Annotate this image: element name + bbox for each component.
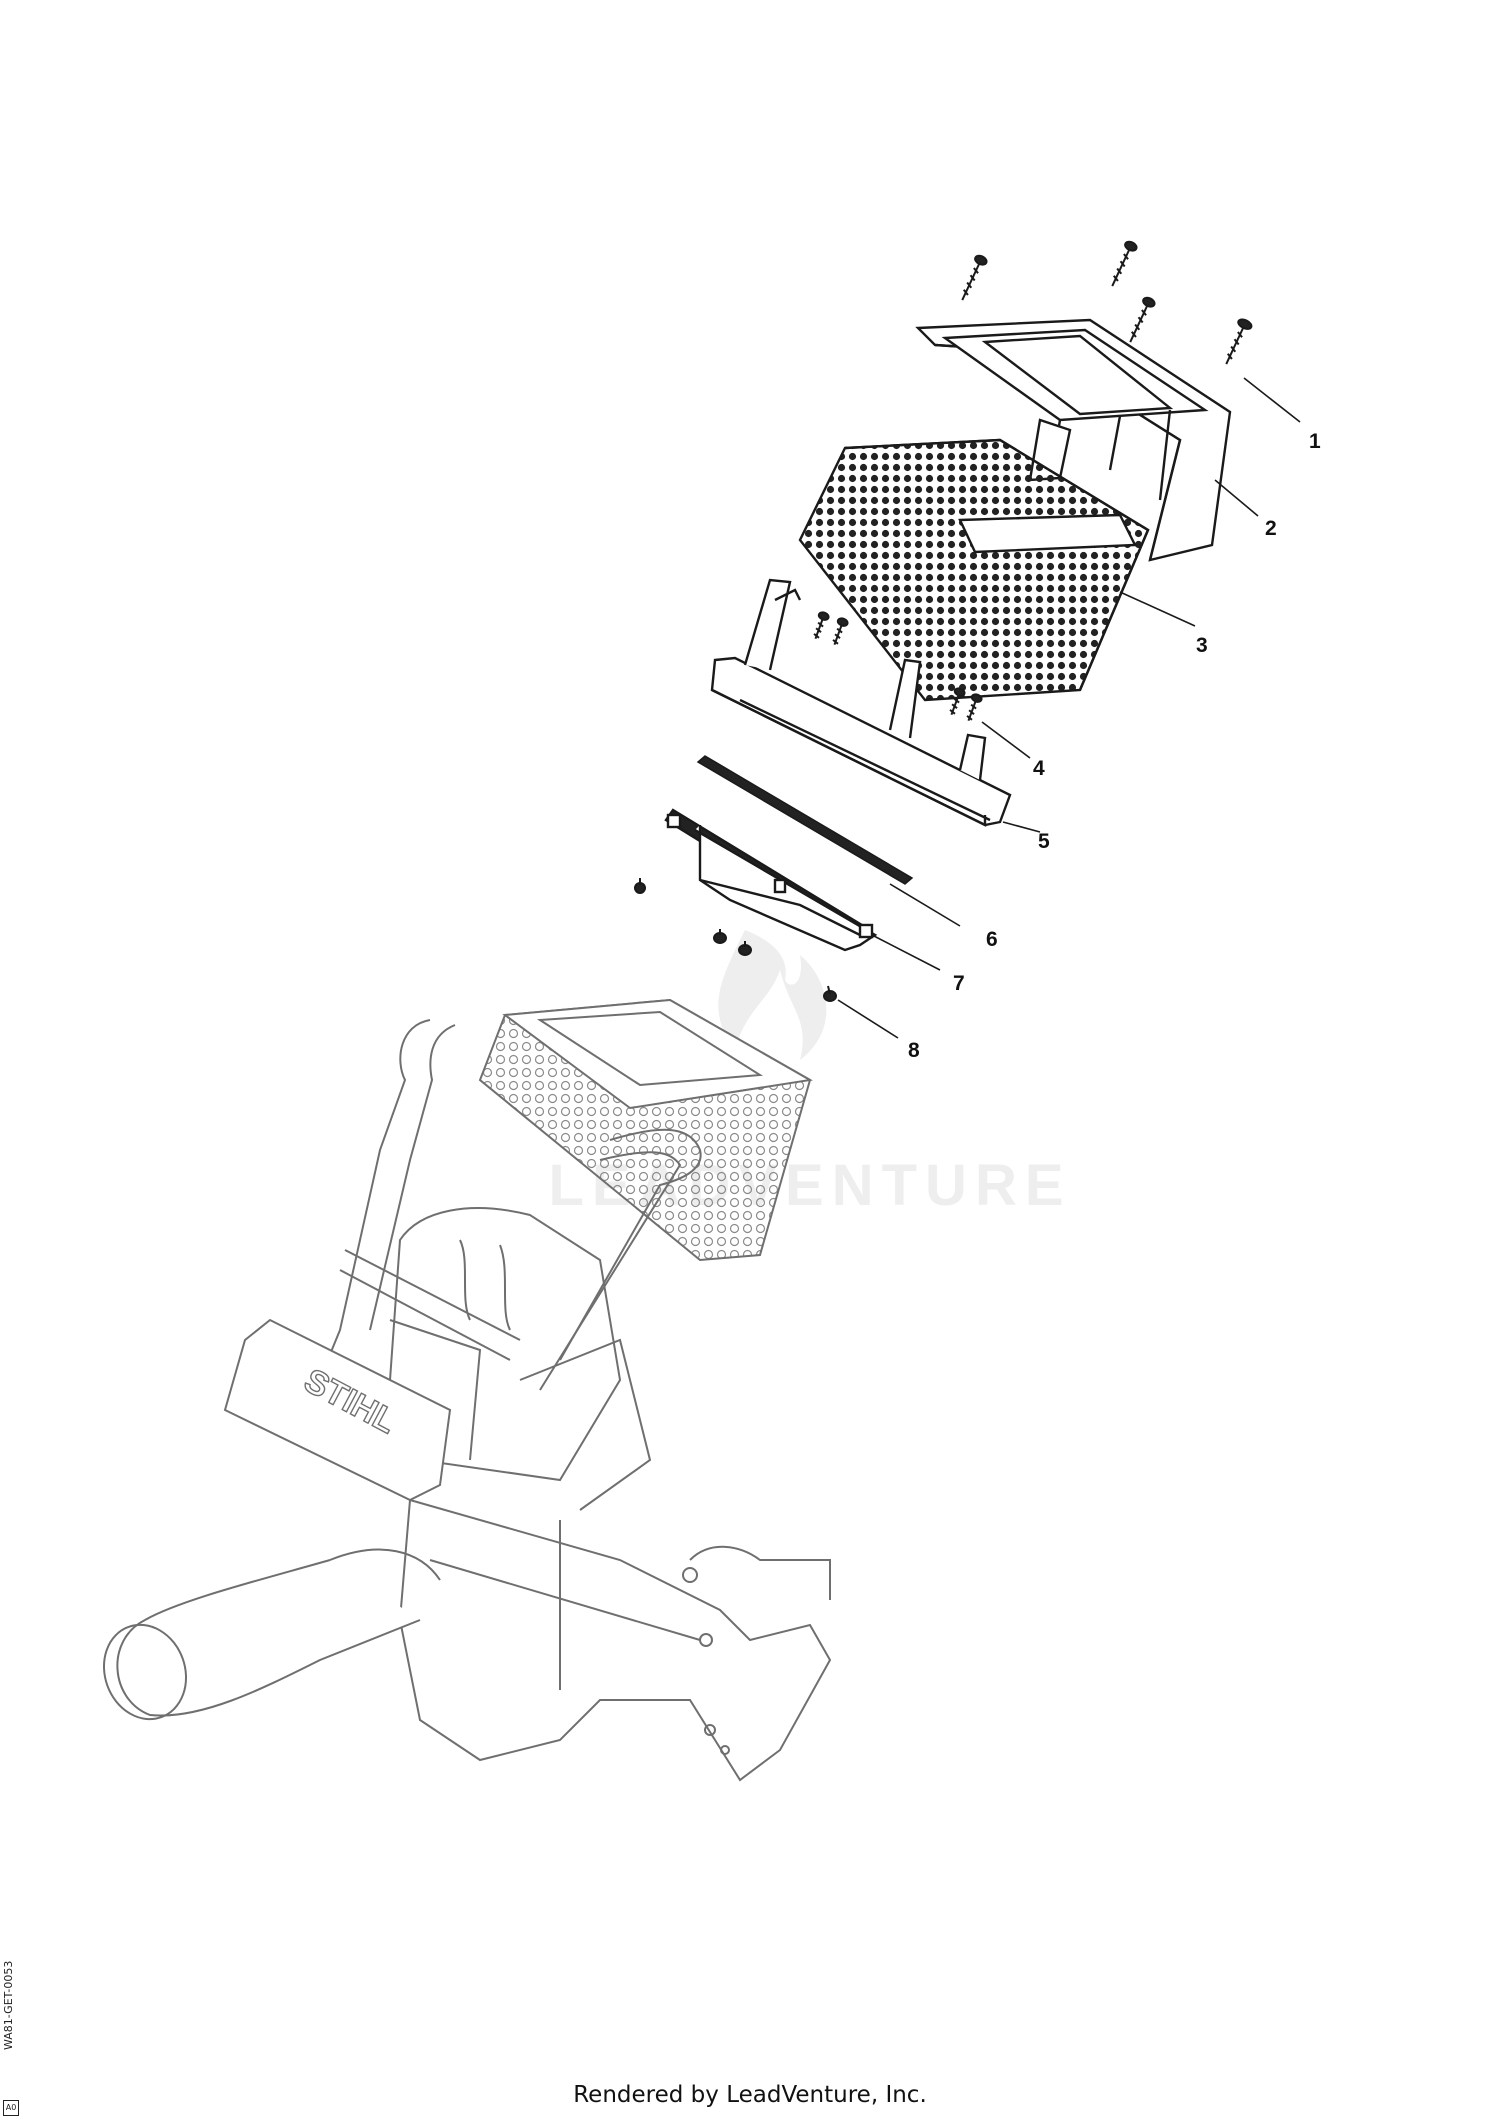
callout-5: 5 [1038,830,1050,853]
callout-8: 8 [908,1039,920,1062]
figure-code: WA81-GET-0053 [2,1960,15,2050]
part-7-housing [664,808,878,952]
part-8-screw [634,878,837,1002]
part-3-filter-screen [798,438,1150,702]
callout-3: 3 [1196,634,1208,657]
callout-4: 4 [1033,757,1045,780]
revision-box: A0 [3,2100,19,2116]
part-6-gasket [696,755,914,885]
callout-7: 7 [953,972,965,995]
footer-credit: Rendered by LeadVenture, Inc. [573,2082,927,2108]
callout-1: 1 [1309,430,1321,453]
assembled-blower-unit: STIHL [102,998,832,1782]
callouts: 1 2 3 4 5 6 7 8 [908,430,1321,1062]
part-5-filter-base [710,578,1012,827]
part-4-screws [813,611,983,722]
callout-2: 2 [1265,517,1277,540]
part-1-screws [961,240,1253,365]
callout-6: 6 [986,928,998,951]
leader-lines [837,377,1301,1039]
part-2-cover-frame [915,318,1232,562]
